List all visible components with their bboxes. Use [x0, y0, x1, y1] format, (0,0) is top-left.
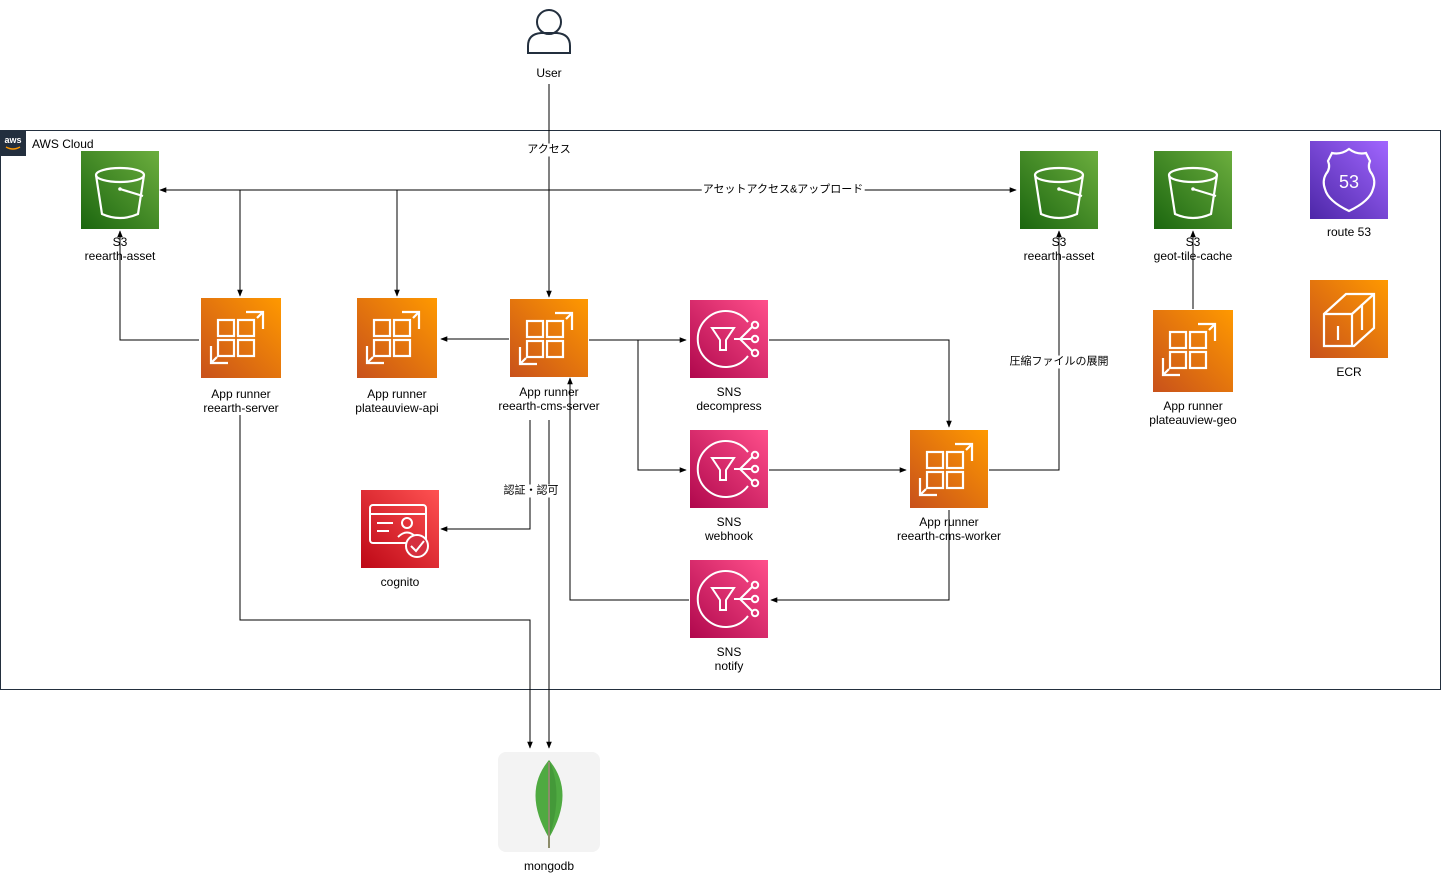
s3-right-type: S3	[1051, 235, 1067, 249]
route53-badge-text: 53	[1339, 172, 1359, 192]
s3-reearth-asset-left[interactable]	[81, 151, 159, 229]
sns-notify[interactable]	[690, 560, 768, 638]
ar-worker-label: App runner reearth-cms-worker	[897, 515, 1001, 543]
ecr-label: ECR	[1336, 365, 1362, 379]
s3-left-type: S3	[112, 235, 128, 249]
mongodb-node[interactable]	[498, 752, 600, 852]
ar-api-type: App runner	[367, 387, 427, 401]
sns-notify-label: SNS notify	[715, 645, 744, 673]
sns-icon	[690, 300, 768, 378]
aws-logo-icon: aws	[0, 130, 26, 156]
app-runner-reearth-cms-worker[interactable]	[910, 430, 988, 508]
ar-geo-type: App runner	[1163, 399, 1223, 413]
sns-decompress[interactable]	[690, 300, 768, 378]
edge-server-to-s3	[117, 230, 199, 341]
mongodb-label: mongodb	[523, 859, 575, 873]
app-runner-icon	[357, 298, 437, 378]
cognito-label: cognito	[380, 575, 420, 589]
edge-server-to-mongodb	[239, 415, 533, 749]
app-runner-plateauview-geo[interactable]	[1153, 310, 1233, 392]
ar-geo-label: App runner plateauview-geo	[1149, 399, 1236, 427]
ar-server-label: App runner reearth-server	[203, 387, 278, 415]
sns-notify-name: notify	[714, 659, 744, 673]
route53-node[interactable]: 53	[1310, 141, 1388, 219]
app-runner-reearth-server[interactable]	[201, 298, 281, 378]
ar-server-type: App runner	[211, 387, 271, 401]
edges	[117, 84, 1196, 749]
edge-label-unzip: 圧縮ファイルの展開	[1008, 355, 1110, 369]
app-runner-reearth-cms-server[interactable]	[510, 299, 588, 377]
sns-webhook[interactable]	[690, 430, 768, 508]
ecr-node[interactable]	[1310, 280, 1388, 358]
s3-right-name: reearth-asset	[1023, 249, 1095, 263]
sns-decompress-label: SNS decompress	[696, 385, 761, 413]
ar-worker-type: App runner	[919, 515, 979, 529]
ar-geo-name: plateauview-geo	[1149, 413, 1237, 427]
ar-api-label: App runner plateauview-api	[355, 387, 438, 415]
ar-server-name: reearth-server	[203, 401, 279, 415]
edge-worker-to-s3	[989, 230, 1062, 471]
sns-webhook-type: SNS	[716, 515, 742, 529]
app-runner-icon	[201, 298, 281, 378]
app-runner-plateauview-api[interactable]	[357, 298, 437, 378]
ar-cms-type: App runner	[519, 385, 579, 399]
sns-icon	[690, 560, 768, 638]
sns-webhook-label: SNS webhook	[705, 515, 753, 543]
edge-label-auth: 認証・認可	[502, 484, 560, 498]
s3-geo-type: S3	[1185, 235, 1201, 249]
svg-text:aws: aws	[4, 135, 21, 145]
user-label: User	[536, 66, 562, 80]
sns-icon	[690, 430, 768, 508]
edge-label-access: アクセス	[526, 143, 572, 157]
s3-right-label: S3 reearth-asset	[1024, 235, 1095, 263]
edge-notify-to-cms	[567, 377, 689, 601]
cognito-icon	[361, 490, 439, 568]
s3-geo-label: S3 geot-tile-cache	[1154, 235, 1233, 263]
sns-notify-type: SNS	[716, 645, 742, 659]
s3-geot-tile-cache[interactable]	[1154, 151, 1232, 229]
s3-left-label: S3 reearth-asset	[85, 235, 156, 263]
mongodb-leaf-icon	[535, 760, 563, 848]
s3-reearth-asset-right[interactable]	[1020, 151, 1098, 229]
sns-decompress-type: SNS	[716, 385, 742, 399]
edge-worker-to-notify	[770, 510, 950, 603]
ar-cms-label: App runner reearth-cms-server	[498, 385, 599, 413]
route53-label: route 53	[1326, 225, 1372, 239]
s3-left-name: reearth-asset	[84, 249, 156, 263]
ar-worker-name: reearth-cms-worker	[896, 529, 1002, 543]
s3-geo-name: geot-tile-cache	[1153, 249, 1233, 263]
sns-webhook-name: webhook	[704, 529, 754, 543]
aws-cloud-title: AWS Cloud	[32, 137, 94, 151]
user-icon[interactable]	[527, 9, 571, 54]
sns-decompress-name: decompress	[696, 399, 762, 413]
edge-cms-to-cognito	[440, 420, 531, 532]
edge-decompress-to-worker	[769, 339, 952, 428]
edge-label-asset-access: アセットアクセス&アップロード	[701, 183, 865, 197]
ar-api-name: plateauview-api	[355, 401, 439, 415]
edge-cms-to-webhook	[637, 340, 687, 473]
cognito-node[interactable]	[361, 490, 439, 568]
ar-cms-name: reearth-cms-server	[498, 399, 600, 413]
